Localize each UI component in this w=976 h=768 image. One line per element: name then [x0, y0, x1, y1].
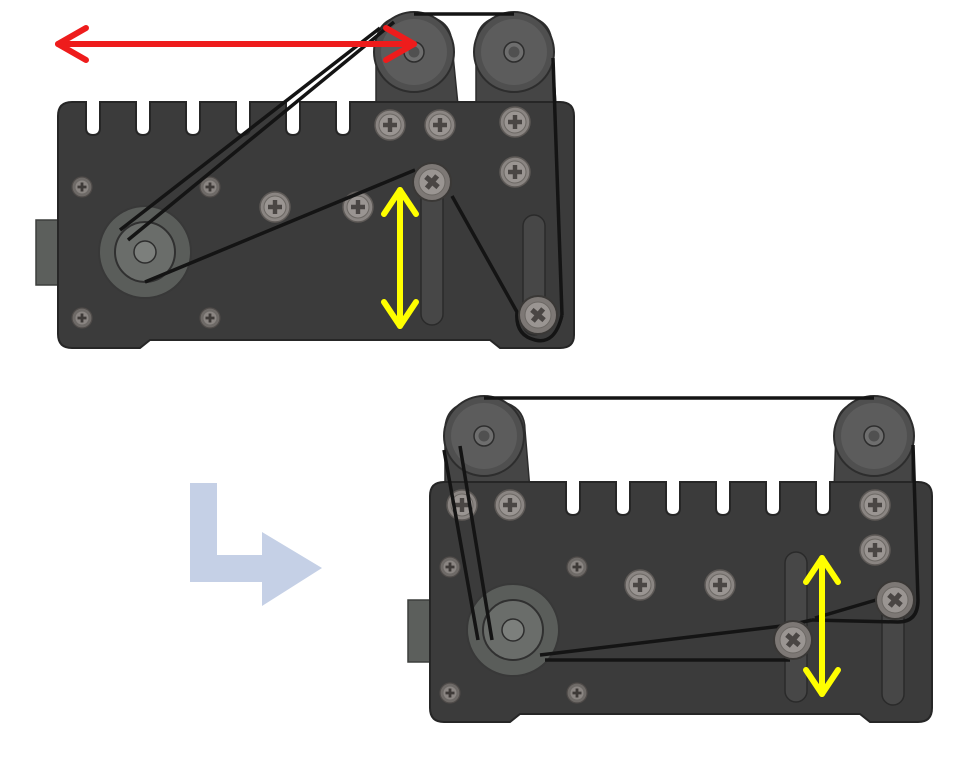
plate-screw	[374, 109, 406, 141]
top-pulley-right	[833, 395, 915, 477]
mount-screw	[199, 307, 221, 329]
top-pulley-left	[443, 395, 525, 477]
plate-screw	[859, 534, 891, 566]
plate-screw	[499, 156, 531, 188]
plate-screw	[494, 489, 526, 521]
vertical-adjust-arrow-top	[381, 187, 419, 329]
mount-screw	[71, 176, 93, 198]
top-pulley-right	[473, 11, 555, 93]
plate-screw	[424, 109, 456, 141]
mount-screw	[71, 307, 93, 329]
vertical-adjust-arrow-bottom	[803, 555, 841, 697]
horizontal-travel-arrow	[55, 25, 417, 63]
transition-arrow	[190, 483, 322, 606]
mount-screw	[566, 556, 588, 578]
mechanism-before	[35, 11, 575, 349]
adjust-slot-center	[420, 184, 444, 326]
top-pulley-left	[373, 11, 455, 93]
connector-left	[35, 219, 59, 286]
mount-screw	[439, 556, 461, 578]
mechanism-after	[407, 395, 933, 723]
plate-screw	[624, 569, 656, 601]
mount-screw	[566, 682, 588, 704]
plate-screw	[704, 569, 736, 601]
connector-left	[407, 599, 431, 663]
drive-pulley	[98, 205, 192, 299]
idler-screw	[773, 620, 813, 660]
idler-screw	[518, 295, 558, 335]
idler-screw	[412, 162, 452, 202]
belt	[118, 12, 564, 343]
plate-screw	[259, 191, 291, 223]
plate-screw	[499, 106, 531, 138]
drive-pulley	[466, 583, 560, 677]
mount-screw	[439, 682, 461, 704]
idler-screw	[875, 580, 915, 620]
plate-screw	[859, 489, 891, 521]
